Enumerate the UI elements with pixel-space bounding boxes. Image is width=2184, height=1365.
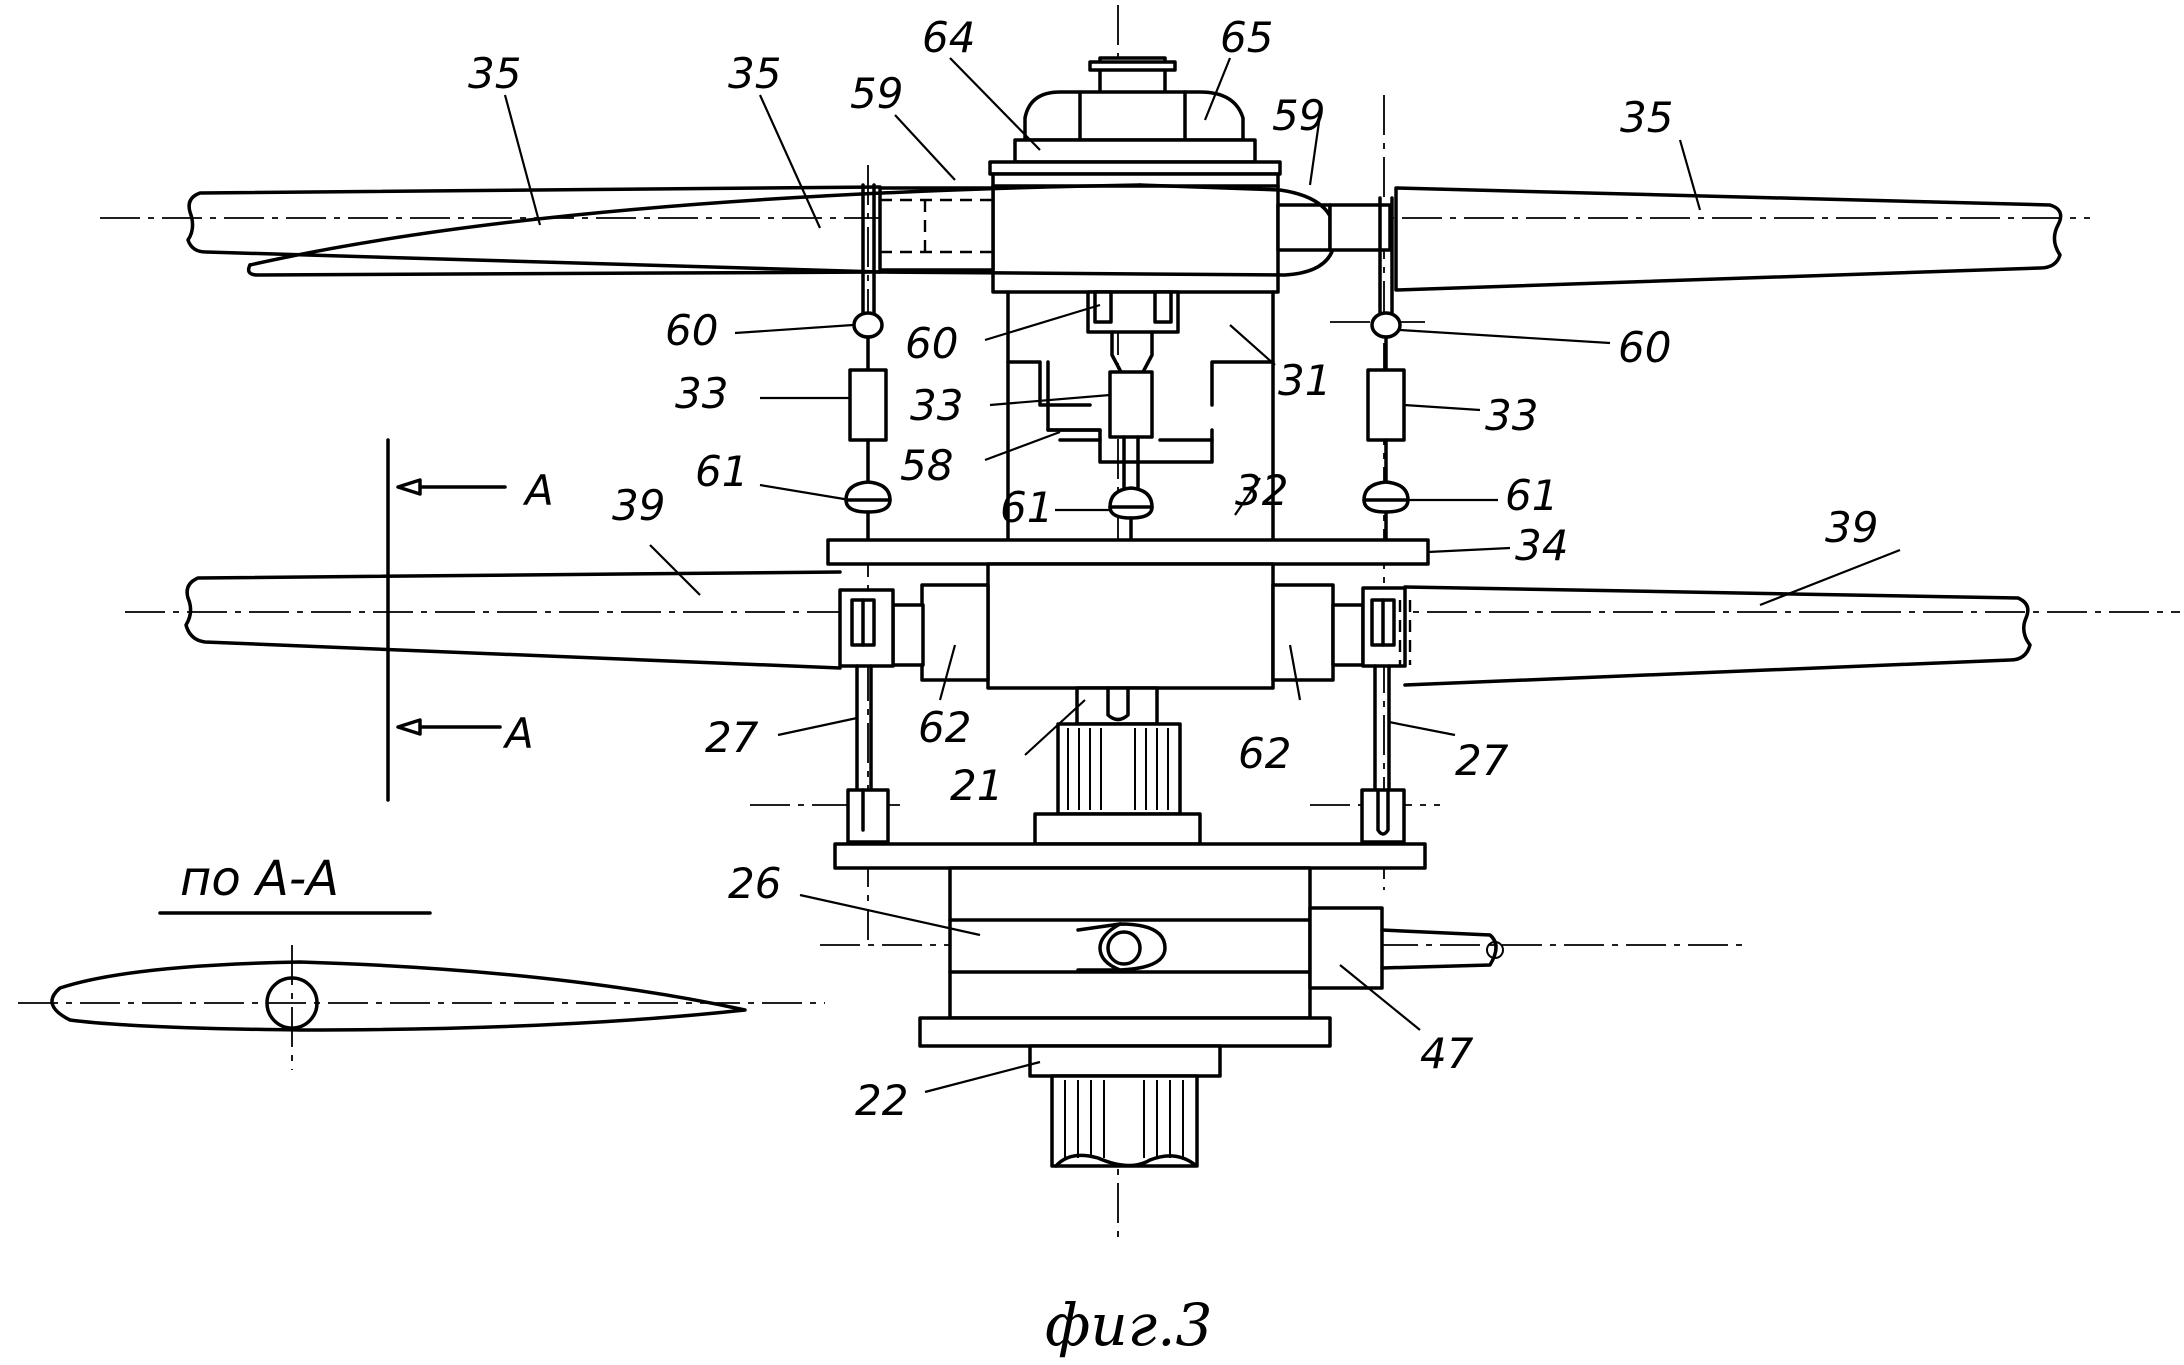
label-31: 31	[1278, 356, 1331, 405]
label-39-right: 39	[1825, 503, 1878, 552]
section-mark-bottom: А	[502, 709, 534, 758]
label-62-left: 62	[918, 703, 971, 752]
swashplate-box	[1006, 360, 1275, 464]
label-47: 47	[1420, 1029, 1474, 1078]
label-33-left: 33	[675, 369, 728, 418]
label-26: 26	[728, 859, 781, 908]
label-61-right: 61	[1505, 471, 1558, 520]
section-mark-top: А	[522, 466, 554, 515]
pitch-link-center	[1086, 290, 1180, 542]
label-35-left: 35	[468, 49, 521, 98]
label-22: 22	[855, 1076, 908, 1125]
label-39-left: 39	[612, 481, 665, 530]
shaft-22	[1028, 1044, 1222, 1168]
upper-blade-left	[186, 183, 1142, 277]
section-cut-line	[386, 438, 507, 802]
pitch-link-left	[844, 183, 892, 542]
label-60-left: 60	[665, 306, 718, 355]
label-21: 21	[950, 761, 1003, 810]
lower-hub	[891, 562, 1365, 690]
label-33-right: 33	[1485, 391, 1538, 440]
label-27-right: 27	[1455, 736, 1509, 785]
label-32: 32	[1235, 466, 1288, 515]
callout-labels: 35 35 35 64 65 59 59 60 60 60 31 33 33 3…	[468, 13, 1878, 1125]
rod-27-right	[1360, 664, 1406, 844]
upper-blade-right	[1328, 186, 2063, 292]
bottom-plate	[918, 1016, 1332, 1048]
label-61-left: 61	[695, 447, 748, 496]
plate-34	[826, 538, 1430, 566]
section-title: по А-А	[180, 851, 339, 907]
label-35-mid: 35	[728, 49, 781, 98]
leader-lines	[503, 57, 1901, 1094]
label-60-center: 60	[905, 319, 958, 368]
label-59-right: 59	[1272, 91, 1325, 140]
label-34: 34	[1515, 521, 1568, 570]
lower-plate	[833, 842, 1427, 870]
label-59-left: 59	[850, 69, 903, 118]
label-58: 58	[900, 441, 953, 490]
label-65: 65	[1220, 13, 1273, 62]
section-airfoil	[50, 911, 747, 1032]
label-27-left: 27	[705, 713, 759, 762]
lower-blade-left	[184, 570, 895, 670]
label-64: 64	[922, 13, 975, 62]
collar-26	[948, 866, 1504, 1020]
label-33-center: 33	[910, 381, 963, 430]
label-62-right: 62	[1238, 729, 1291, 778]
rod-27-left	[846, 664, 890, 844]
label-61-center: 61	[1000, 483, 1053, 532]
lower-blade-right	[1361, 585, 2032, 687]
label-60-right: 60	[1618, 323, 1671, 372]
label-35-right: 35	[1620, 93, 1673, 142]
top-nut	[988, 56, 1282, 176]
gear-21	[1033, 686, 1202, 846]
figure-caption: фиг.3	[1045, 1291, 1212, 1359]
